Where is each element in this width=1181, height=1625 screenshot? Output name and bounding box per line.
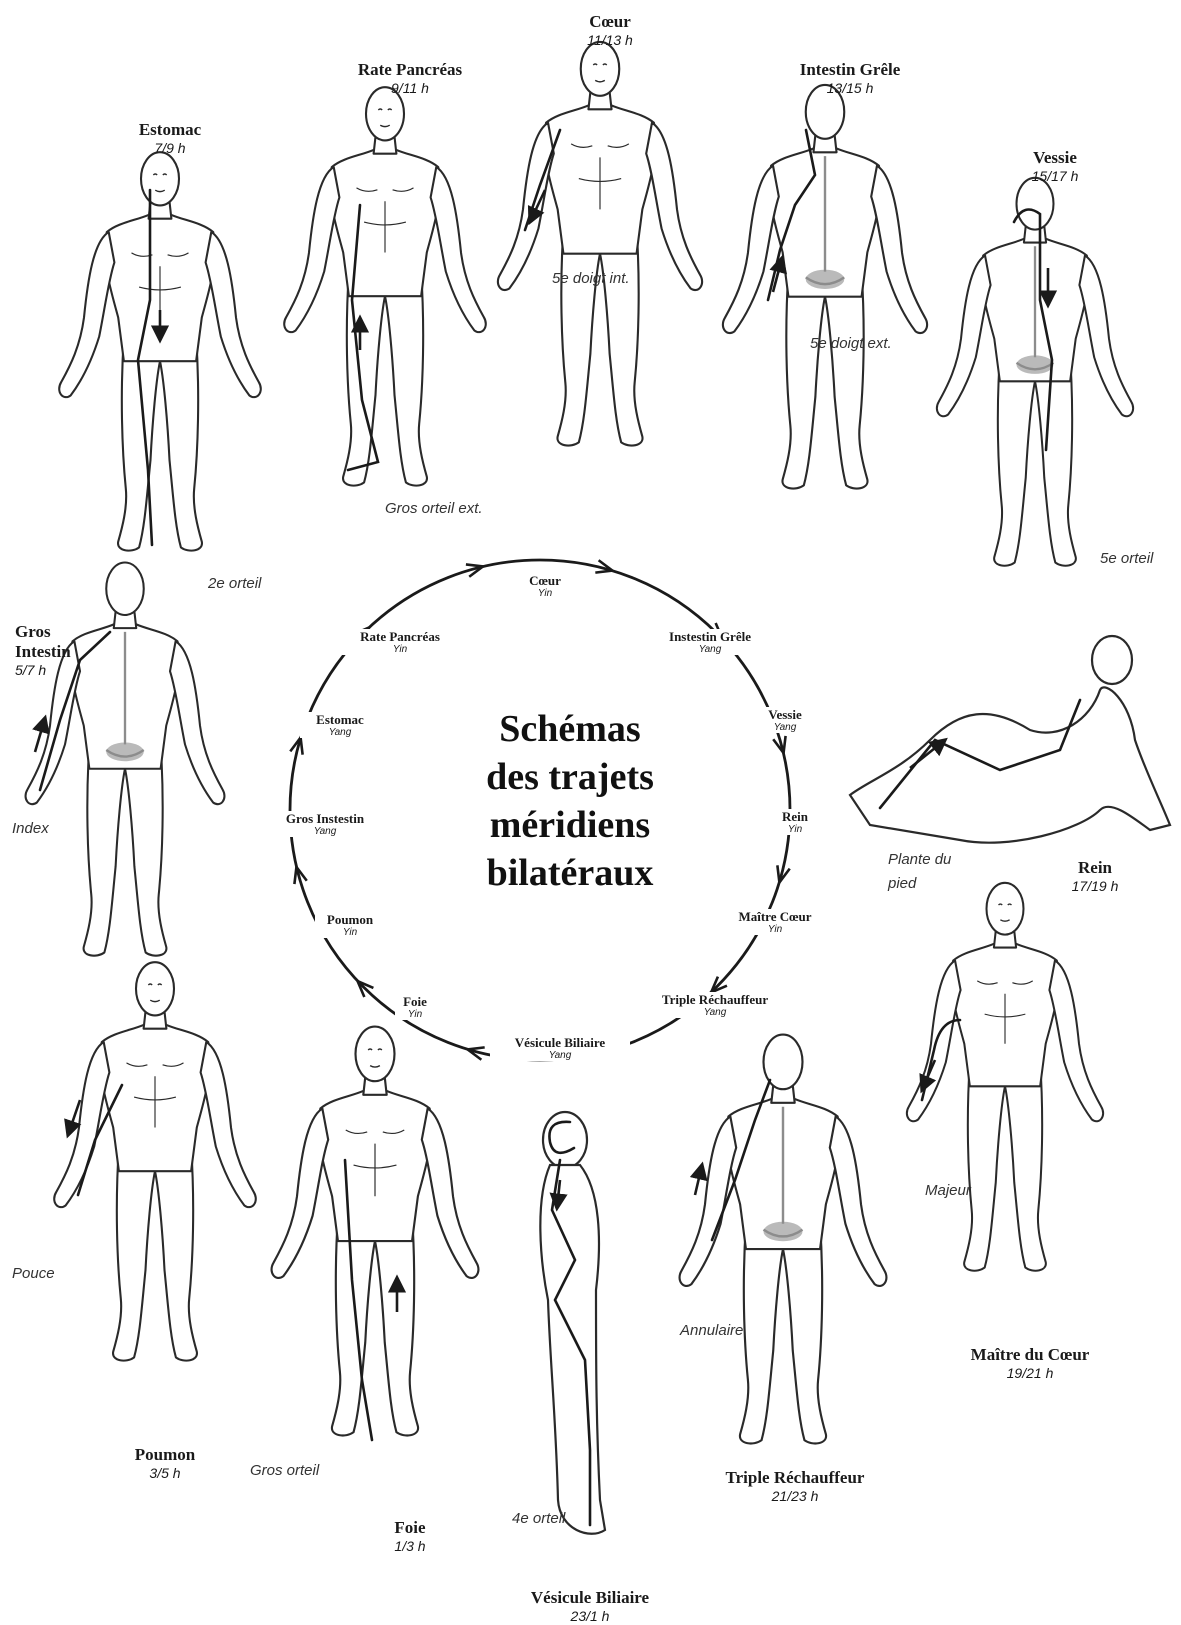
cycle-node-foie: Foie Yin [385, 995, 445, 1020]
cycle-node-poumon: Poumon Yin [310, 913, 390, 938]
legs [740, 1224, 826, 1444]
cycle-node-rein: Rein Yin [765, 810, 825, 835]
endpoint-maitre-coeur: Majeur [925, 1182, 971, 1199]
meridian-title-gros-intestin: Gros Intestin 5/7 h [15, 622, 95, 678]
legs [84, 744, 167, 955]
head [987, 883, 1024, 935]
cycle-node-gros-intestin: Gros Instestin Yang [265, 812, 385, 837]
figure-vessie [937, 178, 1133, 566]
legs [964, 1062, 1046, 1270]
left-arm [59, 232, 114, 397]
cycle-node-maitre-coeur: Maître Cœur Yin [715, 910, 835, 935]
figure-maitre-coeur [907, 883, 1103, 1271]
cycle-node-vesicule-biliaire: Vésicule Biliaire Yang [490, 1036, 630, 1061]
body [540, 1165, 605, 1534]
cycle-node-rate-pancreas: Rate Pancréas Yin [335, 630, 465, 655]
right-arm [206, 232, 261, 397]
legs [118, 337, 202, 551]
endpoint-vesicule-biliaire: 4e orteil [512, 1510, 565, 1527]
head [136, 962, 174, 1015]
body [850, 687, 1170, 842]
right-arm [201, 1042, 256, 1207]
right-arm [871, 166, 927, 333]
meridian-title-foie: Foie 1/3 h [370, 1518, 450, 1554]
figure-coeur [498, 42, 702, 446]
cycle-node-vessie: Vessie Yang [745, 708, 825, 733]
figure-poumon [54, 962, 256, 1360]
figure-rate-pancreas [284, 87, 486, 485]
endpoint-intestin-grele: 5e doigt ext. [810, 335, 892, 352]
endpoint-triple-rechauffeur: Annulaire [680, 1322, 743, 1339]
endpoint-estomac: 2e orteil [208, 575, 261, 592]
meridian-title-coeur: Cœur 11/13 h [560, 12, 660, 48]
meridian-title-poumon: Poumon 3/5 h [115, 1445, 215, 1481]
sacral-shadow [764, 1222, 803, 1242]
legs [343, 272, 427, 486]
title-line: bilatéraux [420, 849, 720, 897]
head [106, 563, 144, 616]
title-line: des trajets [420, 753, 720, 801]
chart-title: Schémas des trajets méridiens bilatéraux [420, 705, 720, 897]
legs [994, 357, 1076, 565]
left-arm [284, 167, 339, 332]
right-arm [830, 1117, 887, 1286]
meridian-title-triple-rechauffeur: Triple Réchauffeur 21/23 h [700, 1468, 890, 1504]
head [141, 152, 179, 205]
right-arm [431, 167, 486, 332]
arrow-triple-rechauffeur [695, 1165, 702, 1195]
sacral-shadow [1017, 355, 1054, 374]
figure-vesicule-biliaire [540, 1112, 605, 1534]
endpoint-vessie: 5e orteil [1100, 548, 1160, 570]
cycle-node-triple-rechauffeur: Triple Réchauffeur Yang [640, 993, 790, 1018]
figure-intestin-grele [723, 85, 927, 489]
arrow-gros-intestin [35, 718, 45, 752]
right-arm [170, 641, 224, 804]
legs [782, 272, 867, 489]
left-arm [907, 961, 961, 1122]
legs [557, 229, 642, 446]
figure-estomac [59, 152, 261, 550]
cycle-node-intestin-grele: Instestin Grêle Yang [640, 630, 780, 655]
right-arm [422, 1109, 479, 1278]
meridian-title-estomac: Estomac 7/9 h [110, 120, 230, 156]
figure-foie [272, 1027, 479, 1436]
meridian-title-maitre-coeur: Maître du Cœur 19/21 h [950, 1345, 1110, 1381]
left-arm [498, 123, 554, 290]
meridian-title-vesicule-biliaire: Vésicule Biliaire 23/1 h [505, 1588, 675, 1624]
sacral-shadow [106, 743, 144, 762]
figure-triple-rechauffeur [680, 1035, 887, 1444]
left-arm [723, 166, 779, 333]
left-arm [937, 256, 991, 417]
right-arm [646, 123, 702, 290]
left-arm [272, 1109, 329, 1278]
endpoint-poumon: Pouce [12, 1265, 55, 1282]
meridian-title-rate-pancreas: Rate Pancréas 9/11 h [320, 60, 500, 96]
endpoint-rein: Plante du pied [888, 848, 968, 896]
meridian-title-intestin-grele: Intestin Grêle 13/15 h [770, 60, 930, 96]
endpoint-gros-intestin: Index [12, 820, 49, 837]
head [581, 42, 620, 96]
legs [113, 1147, 197, 1361]
endpoint-rate-pancreas: Gros orteil ext. [385, 500, 483, 517]
endpoint-foie: Gros orteil [250, 1462, 319, 1479]
right-arm [1049, 961, 1103, 1122]
cycle-node-estomac: Estomac Yang [295, 713, 385, 738]
endpoint-coeur: 5e doigt int. [552, 270, 630, 287]
cycle-node-coeur: Cœur Yin [505, 574, 585, 599]
meridian-title-rein: Rein 17/19 h [1040, 858, 1150, 894]
meridian-title-vessie: Vessie 15/17 h [1005, 148, 1105, 184]
sacral-shadow [806, 270, 845, 289]
head [1017, 178, 1054, 230]
head [1092, 636, 1132, 684]
title-line: Schémas [420, 705, 720, 753]
figure-rein [850, 636, 1170, 843]
head [356, 1027, 395, 1082]
right-arm [1079, 256, 1133, 417]
title-line: méridiens [420, 801, 720, 849]
legs [332, 1216, 418, 1436]
